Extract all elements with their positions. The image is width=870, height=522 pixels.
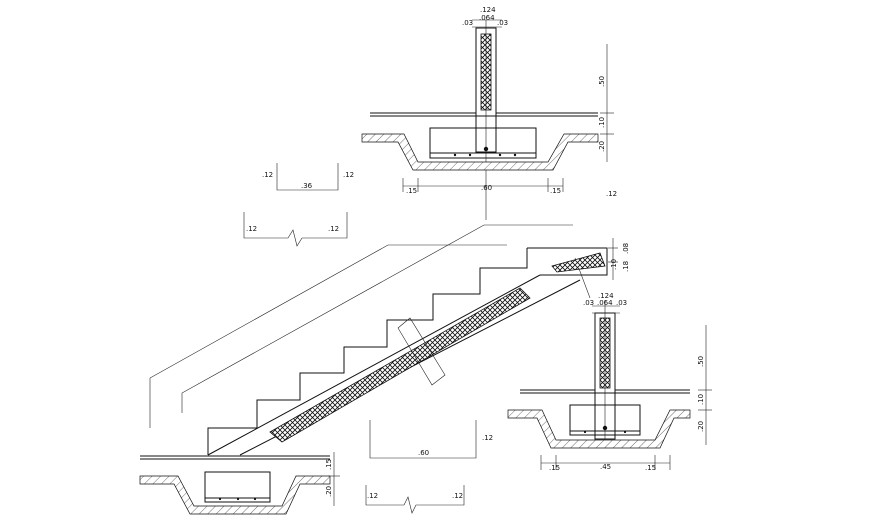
right-dim-bottom-45: .45 — [600, 463, 611, 471]
right-dim-bottom-15-left: .15 — [549, 464, 560, 472]
right-dim-bottom-15-right: .15 — [645, 464, 656, 472]
base-dim-15: .15 — [325, 459, 333, 470]
footing-width-label: .60 — [418, 449, 429, 457]
top-dim-right-50: .50 — [598, 76, 606, 87]
stair-base-trench — [139, 475, 331, 515]
top-footing-detail: .124 .03 .064 .03 .50 .10 .20 .15 .60 .1… — [361, 6, 614, 220]
right-dim-right-50: .50 — [697, 356, 705, 367]
base-dim-20: .20 — [325, 486, 333, 497]
section-cut-marker — [397, 317, 446, 386]
bent-bar-shape-bottom: .12 .12 — [365, 485, 465, 514]
top-dim-124: .124 — [480, 6, 496, 14]
right-dim-03-right: .03 — [616, 299, 627, 307]
stirrup-shape-top: .12 .36 .12 — [262, 163, 354, 191]
bar-left-label: .12 — [246, 225, 257, 233]
stair-base-footing — [204, 471, 271, 503]
bottom-bar-right-label: .12 — [452, 492, 463, 500]
top-trench-ground — [361, 133, 599, 171]
stair-steps — [207, 248, 528, 455]
stirrup-top-right-label: .12 — [343, 171, 354, 179]
bottom-bar-left-label: .12 — [367, 492, 378, 500]
right-float-label: .12 — [606, 190, 617, 198]
landing-dim-10: .10 — [610, 259, 618, 270]
landing-dim-18: .18 — [622, 261, 630, 272]
right-dim-03-left: .03 — [583, 299, 594, 307]
landing-dim-08: .08 — [622, 243, 630, 254]
top-dim-right-10: .10 — [598, 117, 606, 128]
top-dim-bottom-60: .60 — [481, 184, 492, 192]
right-dim-right-10: .10 — [697, 394, 705, 405]
top-axis-marker — [483, 146, 489, 152]
bent-bar-shape-middle: .12 .12 — [243, 212, 348, 247]
top-dim-03-left: .03 — [462, 19, 473, 27]
bar-right-label: .12 — [328, 225, 339, 233]
top-dim-bottom-15-left: .15 — [406, 187, 417, 195]
stirrup-top-left-label: .12 — [262, 171, 273, 179]
stirrup-top-mid-label: .36 — [301, 182, 313, 190]
staircase-section: .08 .10 .18 .15 .20 — [139, 224, 630, 515]
right-dim-064: .064 — [597, 299, 613, 307]
right-dim-right-20: .20 — [697, 421, 705, 432]
right-dim-124: .124 — [598, 292, 614, 300]
stirrup-shape-bottom-mid: .60 .12 — [369, 420, 493, 459]
right-footing-detail: .124 .03 .064 .03 .50 .10 .20 .15 .45 .1… — [507, 292, 712, 472]
stair-slab-hatch — [269, 287, 531, 443]
top-dim-right-20: .20 — [598, 141, 606, 152]
footing-side-label: .12 — [482, 434, 493, 442]
right-footing — [569, 404, 641, 436]
stair-slab-top — [207, 274, 541, 456]
landing-hatch — [551, 252, 606, 273]
top-footing — [429, 127, 537, 159]
top-dim-bottom-15-right: .15 — [550, 187, 561, 195]
top-dim-03-right: .03 — [497, 19, 508, 27]
right-trench-ground — [507, 409, 691, 449]
top-dim-064: .064 — [479, 14, 495, 22]
